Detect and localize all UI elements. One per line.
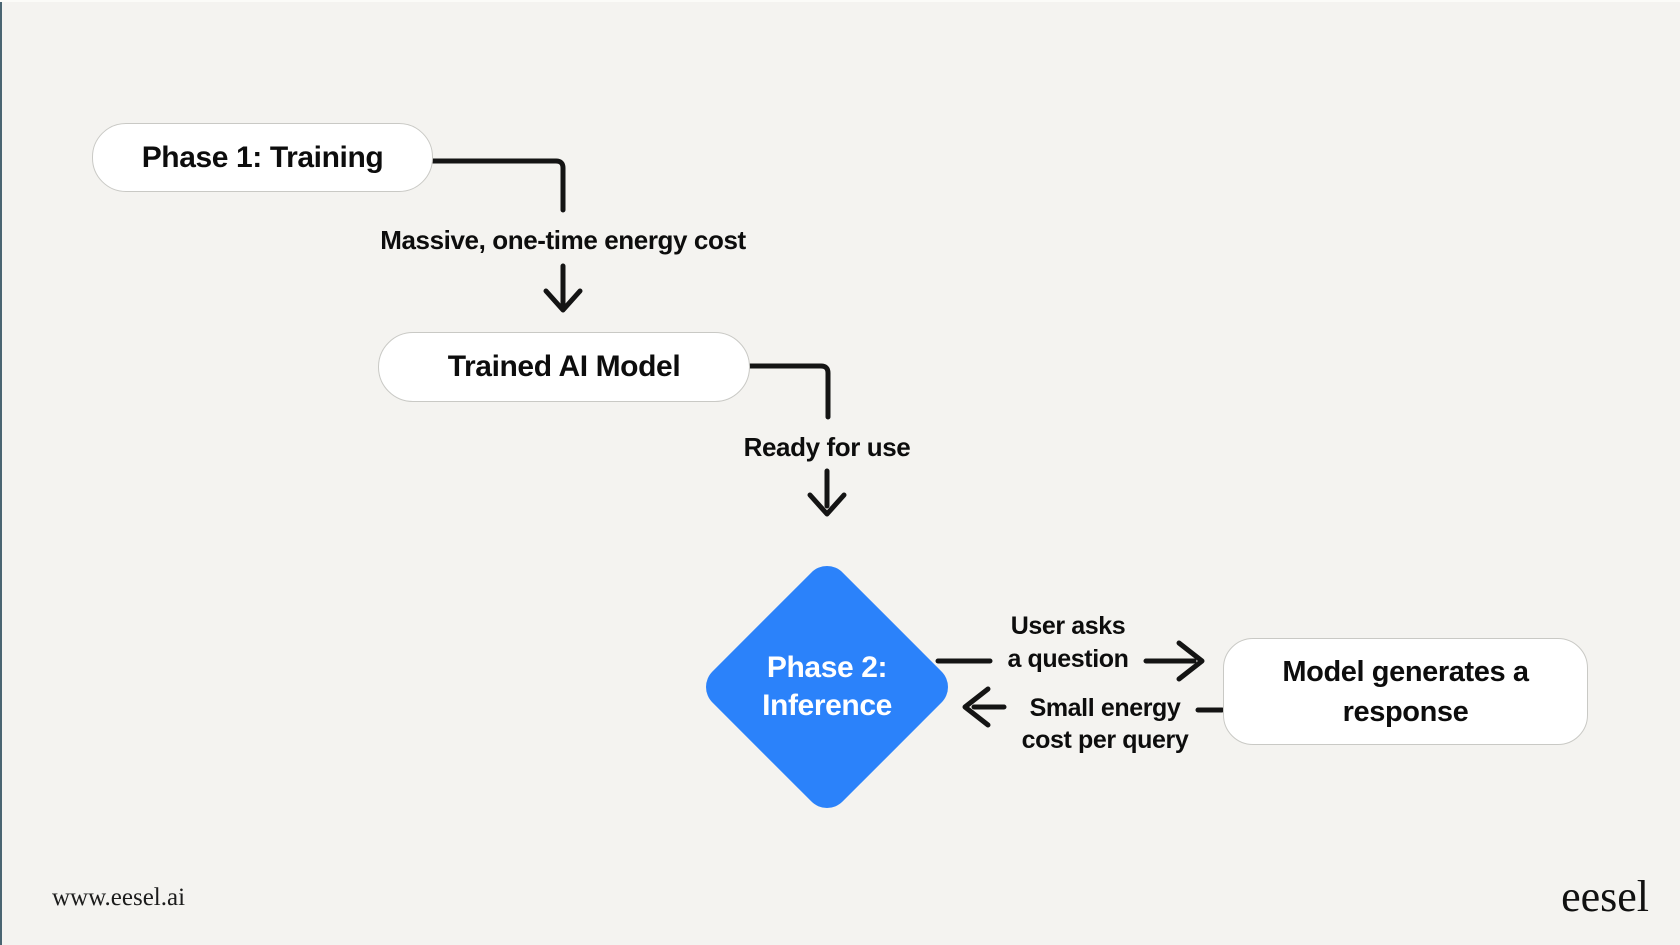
trained-ai-model-node: Trained AI Model xyxy=(378,332,750,402)
query-cost-edge-label: Small energy cost per query xyxy=(1021,694,1189,754)
training-cost-edge-label: Massive, one-time energy cost xyxy=(380,225,746,255)
phase1-training-node: Phase 1: Training xyxy=(92,123,433,192)
elbow-connector-ready xyxy=(747,363,831,420)
model-response-node: Model generates a response xyxy=(1223,638,1588,745)
right-arrow-user-question xyxy=(1143,640,1205,682)
down-arrow-training xyxy=(543,263,583,313)
website-url-text: www.eesel.ai xyxy=(52,884,186,911)
down-arrow-ready xyxy=(807,468,847,517)
ready-for-use-edge-label: Ready for use xyxy=(743,432,911,462)
left-edge-line xyxy=(0,0,2,945)
left-arrow-query-cost xyxy=(962,686,1007,728)
top-edge-line xyxy=(0,0,1680,2)
eesel-logo: eesel xyxy=(1561,872,1649,921)
elbow-connector-training xyxy=(430,158,566,213)
user-question-edge-label: User asks a question xyxy=(1007,612,1129,673)
phase2-inference-label: Phase 2: Inference xyxy=(762,651,892,722)
